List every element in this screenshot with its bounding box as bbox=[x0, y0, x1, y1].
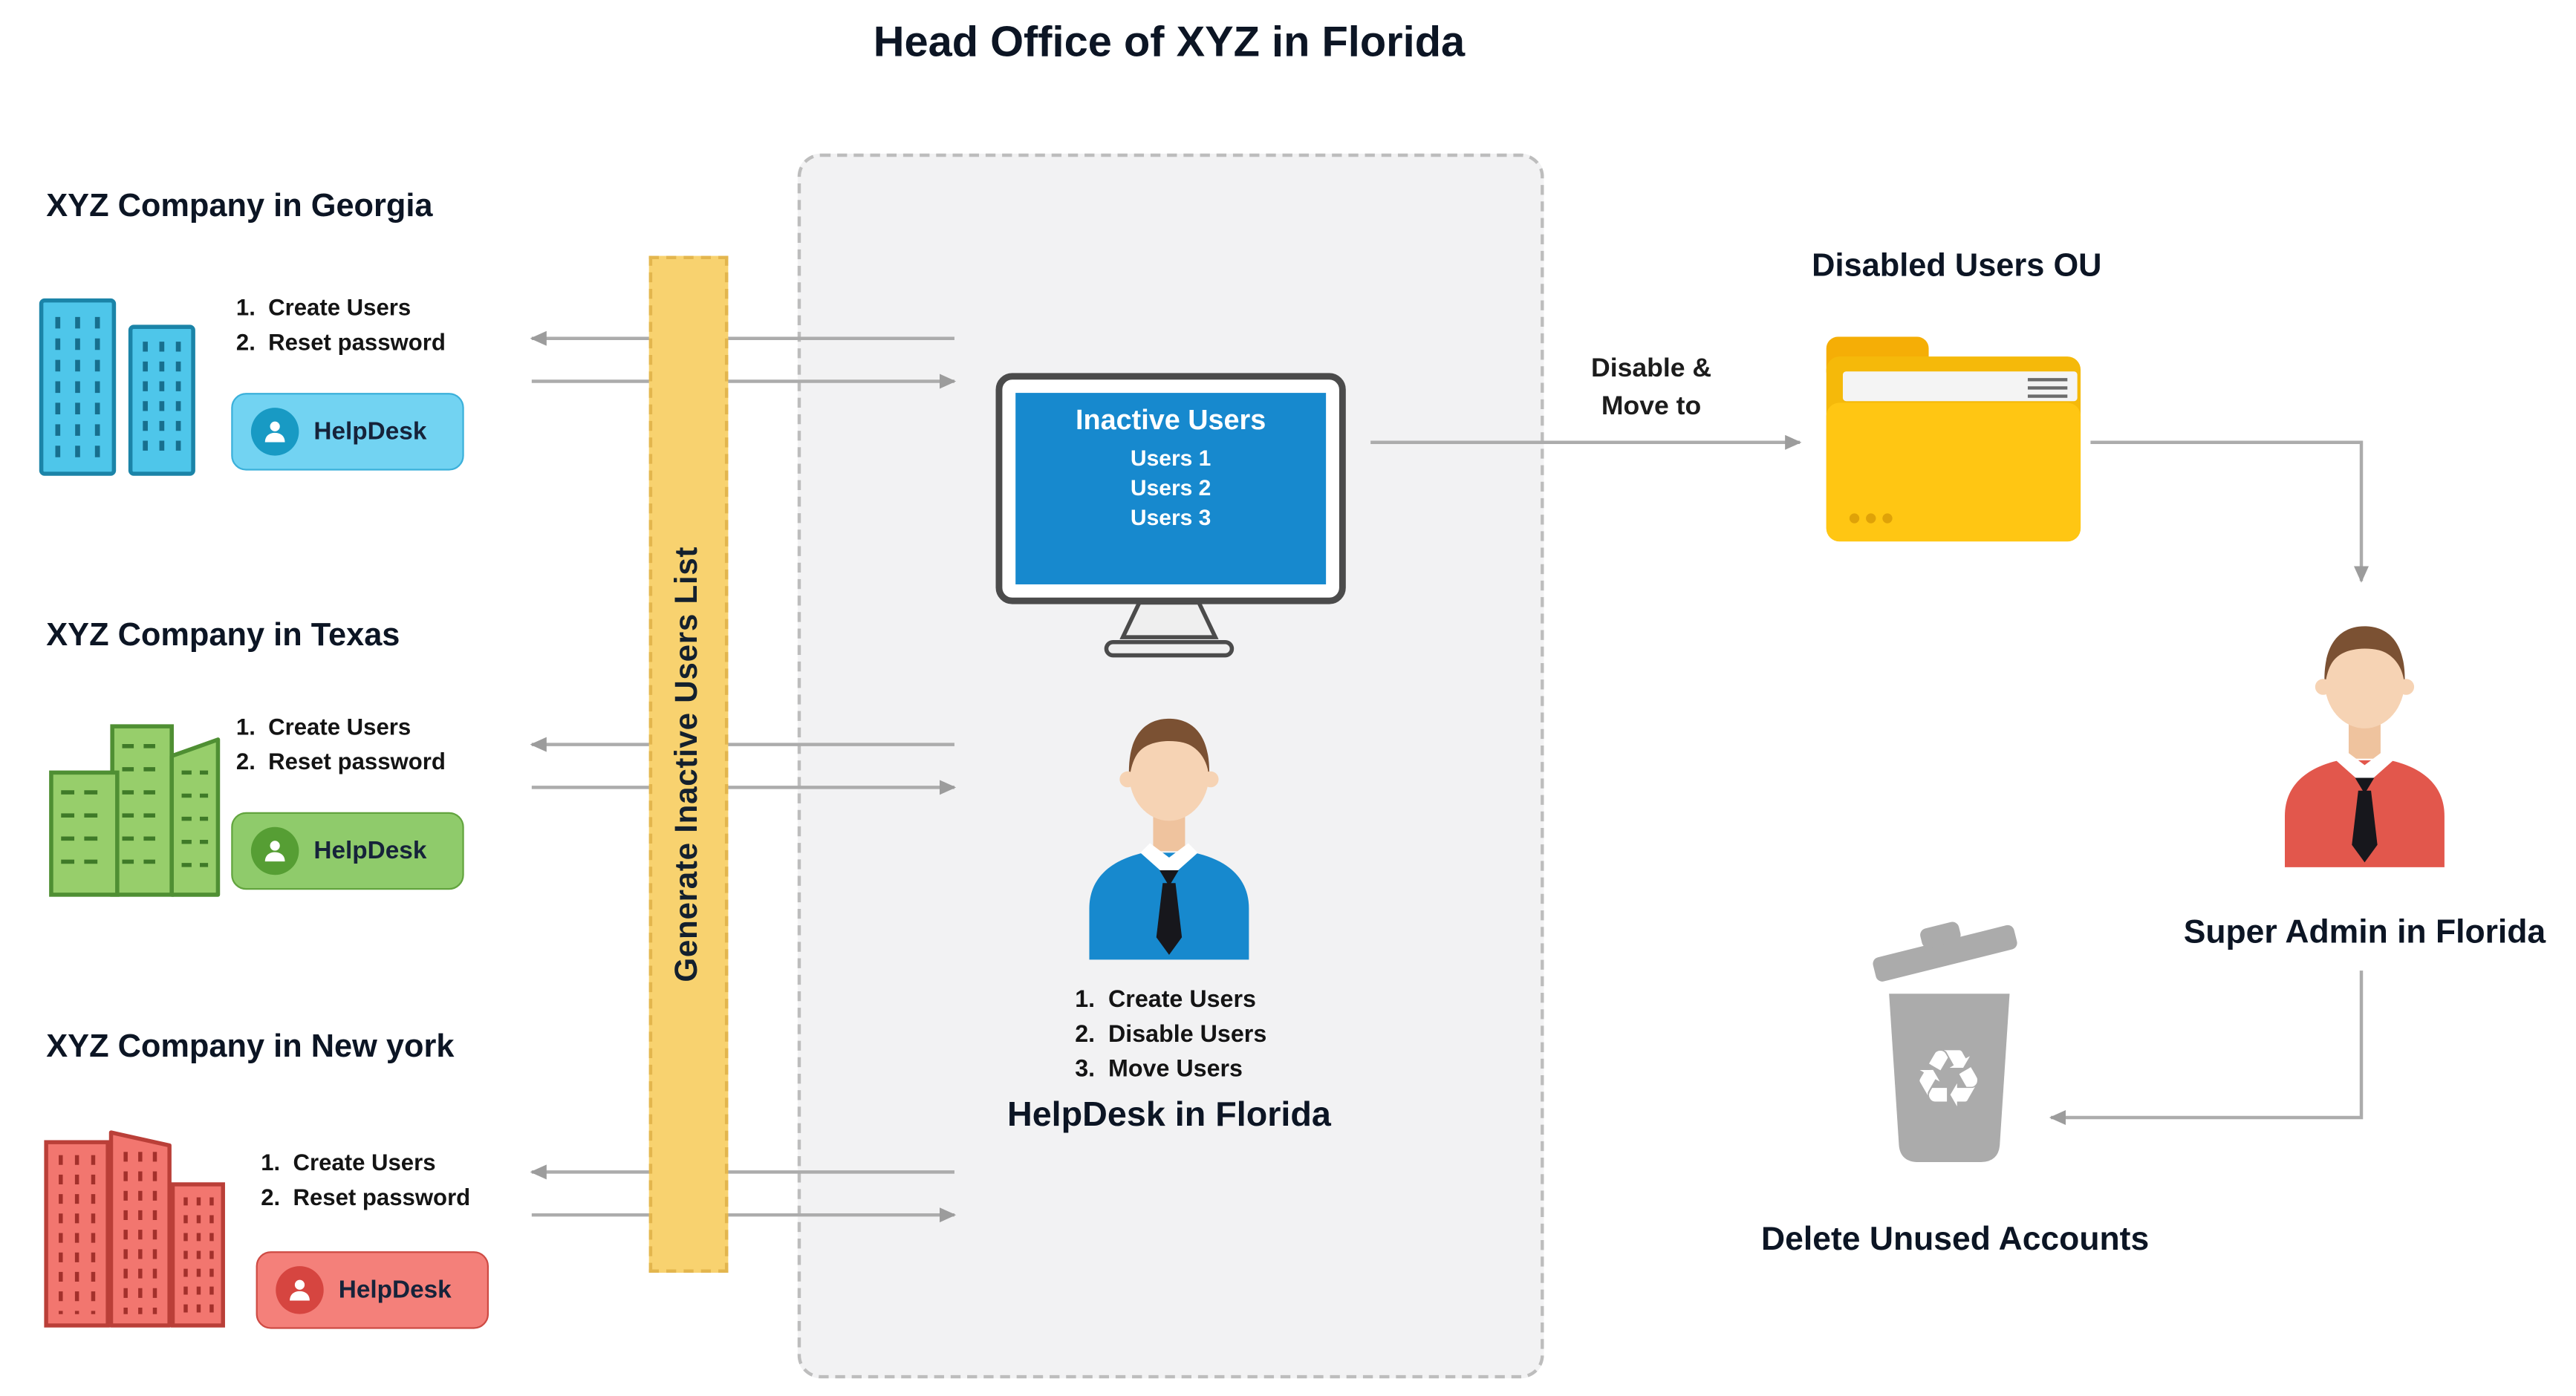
page-title: Head Office of XYZ in Florida bbox=[873, 16, 1466, 66]
helpdesk-badge-label: HelpDesk bbox=[338, 1276, 452, 1305]
buildings-icon-texas bbox=[49, 724, 221, 897]
buildings-icon-georgia bbox=[39, 298, 195, 476]
monitor-user-item: Users 3 bbox=[1130, 505, 1211, 530]
task-item: 2. Reset password bbox=[235, 748, 446, 774]
florida-helpdesk-tasks: 1. Create Users 2. Disable Users 3. Move… bbox=[1075, 984, 1266, 1088]
florida-helpdesk-label: HelpDesk in Florida bbox=[1007, 1096, 1331, 1135]
monitor-user-item: Users 1 bbox=[1130, 446, 1211, 471]
generate-inactive-users-label: Generate Inactive Users List bbox=[670, 546, 706, 982]
task-item: 1. Create Users bbox=[235, 713, 412, 740]
disabled-users-folder-icon bbox=[1826, 336, 2081, 542]
helpdesk-person-avatar bbox=[1089, 718, 1249, 960]
buildings-icon-newyork bbox=[44, 1130, 225, 1328]
helpdesk-person-icon bbox=[250, 826, 299, 875]
office-tasks-texas: 1. Create Users 2. Reset password bbox=[236, 710, 446, 779]
office-tasks-georgia: 1. Create Users 2. Reset password bbox=[236, 290, 446, 359]
disable-move-line2: Move to bbox=[1601, 393, 1702, 421]
generate-inactive-users-bar: Generate Inactive Users List bbox=[648, 255, 729, 1273]
delete-trash-icon: ♻ bbox=[1873, 922, 2017, 1163]
monitor-user-list: Users 1 Users 2 Users 3 bbox=[1131, 444, 1211, 533]
helpdesk-badge-label: HelpDesk bbox=[313, 417, 427, 446]
arrow-admin-to-trash bbox=[2049, 971, 2364, 1126]
helpdesk-person-icon bbox=[250, 408, 299, 456]
task-item: 2. Reset password bbox=[235, 328, 446, 355]
helpdesk-person-icon bbox=[276, 1266, 324, 1314]
task-item: 3. Move Users bbox=[1075, 1056, 1243, 1083]
inactive-users-monitor: Inactive Users Users 1 Users 2 Users 3 bbox=[995, 373, 1346, 604]
helpdesk-badge-newyork: HelpDesk bbox=[256, 1251, 489, 1329]
task-item: 2. Reset password bbox=[261, 1183, 471, 1210]
task-item: 2. Disable Users bbox=[1075, 1022, 1267, 1048]
arrow-folder-to-admin bbox=[2090, 440, 2370, 583]
super-admin-avatar bbox=[2285, 626, 2445, 867]
monitor-stand bbox=[1104, 601, 1235, 658]
super-admin-label: Super Admin in Florida bbox=[2183, 914, 2546, 951]
helpdesk-badge-texas: HelpDesk bbox=[231, 812, 464, 890]
office-name-georgia: XYZ Company in Georgia bbox=[46, 188, 433, 225]
disabled-users-ou-label: Disabled Users OU bbox=[1812, 247, 2102, 284]
disable-move-line1: Disable & bbox=[1591, 354, 1712, 383]
disable-move-label: Disable & Move to bbox=[1552, 350, 1751, 425]
task-item: 1. Create Users bbox=[1075, 987, 1256, 1014]
task-item: 1. Create Users bbox=[235, 293, 412, 321]
recycle-icon: ♻ bbox=[1913, 1033, 1984, 1125]
office-name-newyork: XYZ Company in New york bbox=[46, 1028, 455, 1065]
florida-helpdesk-panel bbox=[797, 153, 1544, 1379]
office-tasks-newyork: 1. Create Users 2. Reset password bbox=[261, 1146, 470, 1215]
delete-unused-accounts-label: Delete Unused Accounts bbox=[1761, 1222, 2150, 1258]
task-item: 1. Create Users bbox=[261, 1149, 436, 1175]
monitor-screen: Inactive Users Users 1 Users 2 Users 3 bbox=[1015, 393, 1327, 584]
monitor-title: Inactive Users bbox=[1075, 404, 1266, 436]
monitor-user-item: Users 2 bbox=[1130, 475, 1211, 500]
office-name-texas: XYZ Company in Texas bbox=[46, 617, 400, 654]
helpdesk-badge-label: HelpDesk bbox=[313, 837, 427, 865]
helpdesk-badge-georgia: HelpDesk bbox=[231, 393, 464, 471]
